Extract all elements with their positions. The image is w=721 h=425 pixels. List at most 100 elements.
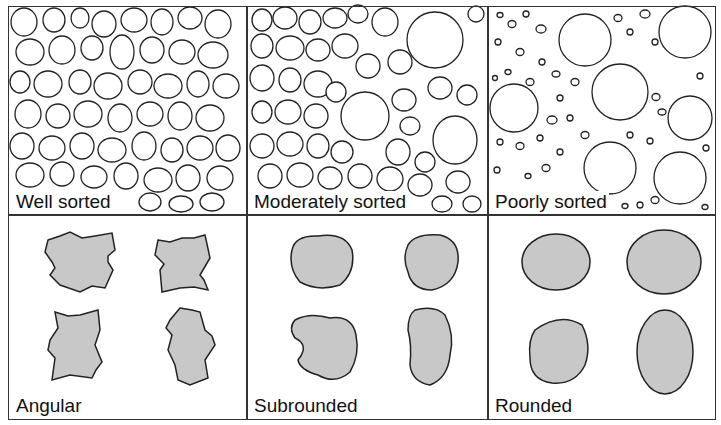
grain bbox=[292, 315, 358, 379]
grain bbox=[187, 136, 213, 160]
grain bbox=[571, 79, 579, 86]
grain bbox=[627, 132, 633, 138]
grain bbox=[386, 139, 410, 165]
grain bbox=[137, 102, 163, 126]
grain bbox=[539, 59, 545, 65]
grain bbox=[10, 133, 34, 159]
grain bbox=[627, 29, 633, 35]
grain bbox=[198, 42, 228, 68]
panel-label: Poorly sorted bbox=[493, 191, 609, 213]
grain bbox=[522, 234, 590, 290]
grain bbox=[273, 7, 297, 29]
grain bbox=[279, 68, 301, 92]
grain bbox=[697, 73, 703, 79]
grain bbox=[530, 320, 588, 384]
grain bbox=[557, 149, 563, 155]
grain bbox=[169, 196, 193, 212]
grain bbox=[497, 139, 503, 145]
grain bbox=[252, 101, 272, 123]
grain bbox=[372, 8, 398, 36]
grain bbox=[140, 37, 164, 63]
angular-grains bbox=[45, 232, 215, 385]
grain bbox=[547, 116, 557, 124]
grain bbox=[81, 166, 107, 188]
grain bbox=[291, 235, 353, 288]
grain bbox=[392, 89, 416, 111]
grain bbox=[178, 7, 202, 29]
grain bbox=[275, 100, 301, 124]
grain bbox=[640, 10, 650, 18]
grain bbox=[132, 132, 156, 160]
grain bbox=[592, 64, 648, 120]
grain bbox=[304, 104, 328, 128]
grain bbox=[139, 193, 161, 211]
grain bbox=[16, 39, 44, 65]
grain bbox=[567, 115, 573, 121]
grain bbox=[69, 70, 91, 94]
grain bbox=[155, 235, 210, 292]
grain bbox=[525, 174, 531, 179]
grain bbox=[94, 73, 122, 99]
grain bbox=[326, 82, 346, 102]
grain bbox=[432, 196, 452, 212]
grain bbox=[306, 39, 330, 61]
grain bbox=[516, 143, 524, 150]
grain bbox=[43, 8, 65, 32]
grain bbox=[493, 76, 498, 81]
rounded-grains bbox=[522, 230, 701, 394]
grain bbox=[654, 152, 706, 204]
well-sorted-grains bbox=[10, 7, 240, 212]
grain bbox=[652, 39, 658, 45]
grain bbox=[187, 71, 209, 97]
grain bbox=[176, 165, 200, 191]
grain bbox=[70, 133, 94, 159]
grain bbox=[251, 34, 273, 58]
grain bbox=[49, 36, 75, 64]
grain bbox=[463, 196, 481, 212]
grain bbox=[433, 116, 477, 164]
grain bbox=[341, 92, 389, 140]
grain bbox=[205, 10, 231, 38]
grain bbox=[552, 71, 560, 77]
grain bbox=[81, 36, 103, 60]
grain bbox=[446, 171, 470, 193]
grain bbox=[408, 174, 432, 196]
grain bbox=[11, 8, 37, 36]
subrounded-grains bbox=[291, 235, 458, 385]
grain bbox=[407, 12, 463, 68]
grain bbox=[703, 145, 709, 151]
grain bbox=[508, 21, 516, 28]
grain bbox=[74, 101, 102, 127]
grain bbox=[356, 54, 380, 78]
grain bbox=[48, 310, 102, 380]
grain bbox=[168, 102, 192, 130]
grain bbox=[287, 163, 313, 187]
rounding-panel: Rounded bbox=[487, 214, 716, 420]
grain bbox=[71, 8, 89, 28]
grain bbox=[128, 70, 152, 94]
grain bbox=[659, 6, 711, 58]
grain bbox=[377, 167, 403, 191]
moderately-sorted-grains bbox=[250, 5, 484, 212]
grain bbox=[348, 164, 372, 188]
rounding-panel: Angular bbox=[8, 214, 248, 420]
grain bbox=[415, 152, 435, 172]
grain bbox=[348, 5, 368, 23]
grain bbox=[46, 104, 70, 128]
grain bbox=[39, 136, 65, 160]
grain bbox=[277, 132, 303, 156]
grain bbox=[252, 9, 272, 31]
grain bbox=[658, 109, 666, 115]
grain bbox=[668, 96, 712, 140]
grain bbox=[196, 105, 224, 131]
grain bbox=[121, 8, 147, 32]
grain bbox=[10, 71, 30, 93]
grain bbox=[34, 71, 62, 97]
grain bbox=[557, 95, 563, 101]
grain bbox=[652, 94, 660, 101]
grain bbox=[457, 85, 477, 105]
grain bbox=[537, 135, 543, 141]
grain bbox=[45, 232, 115, 292]
grain bbox=[250, 65, 274, 91]
grain bbox=[16, 163, 44, 187]
